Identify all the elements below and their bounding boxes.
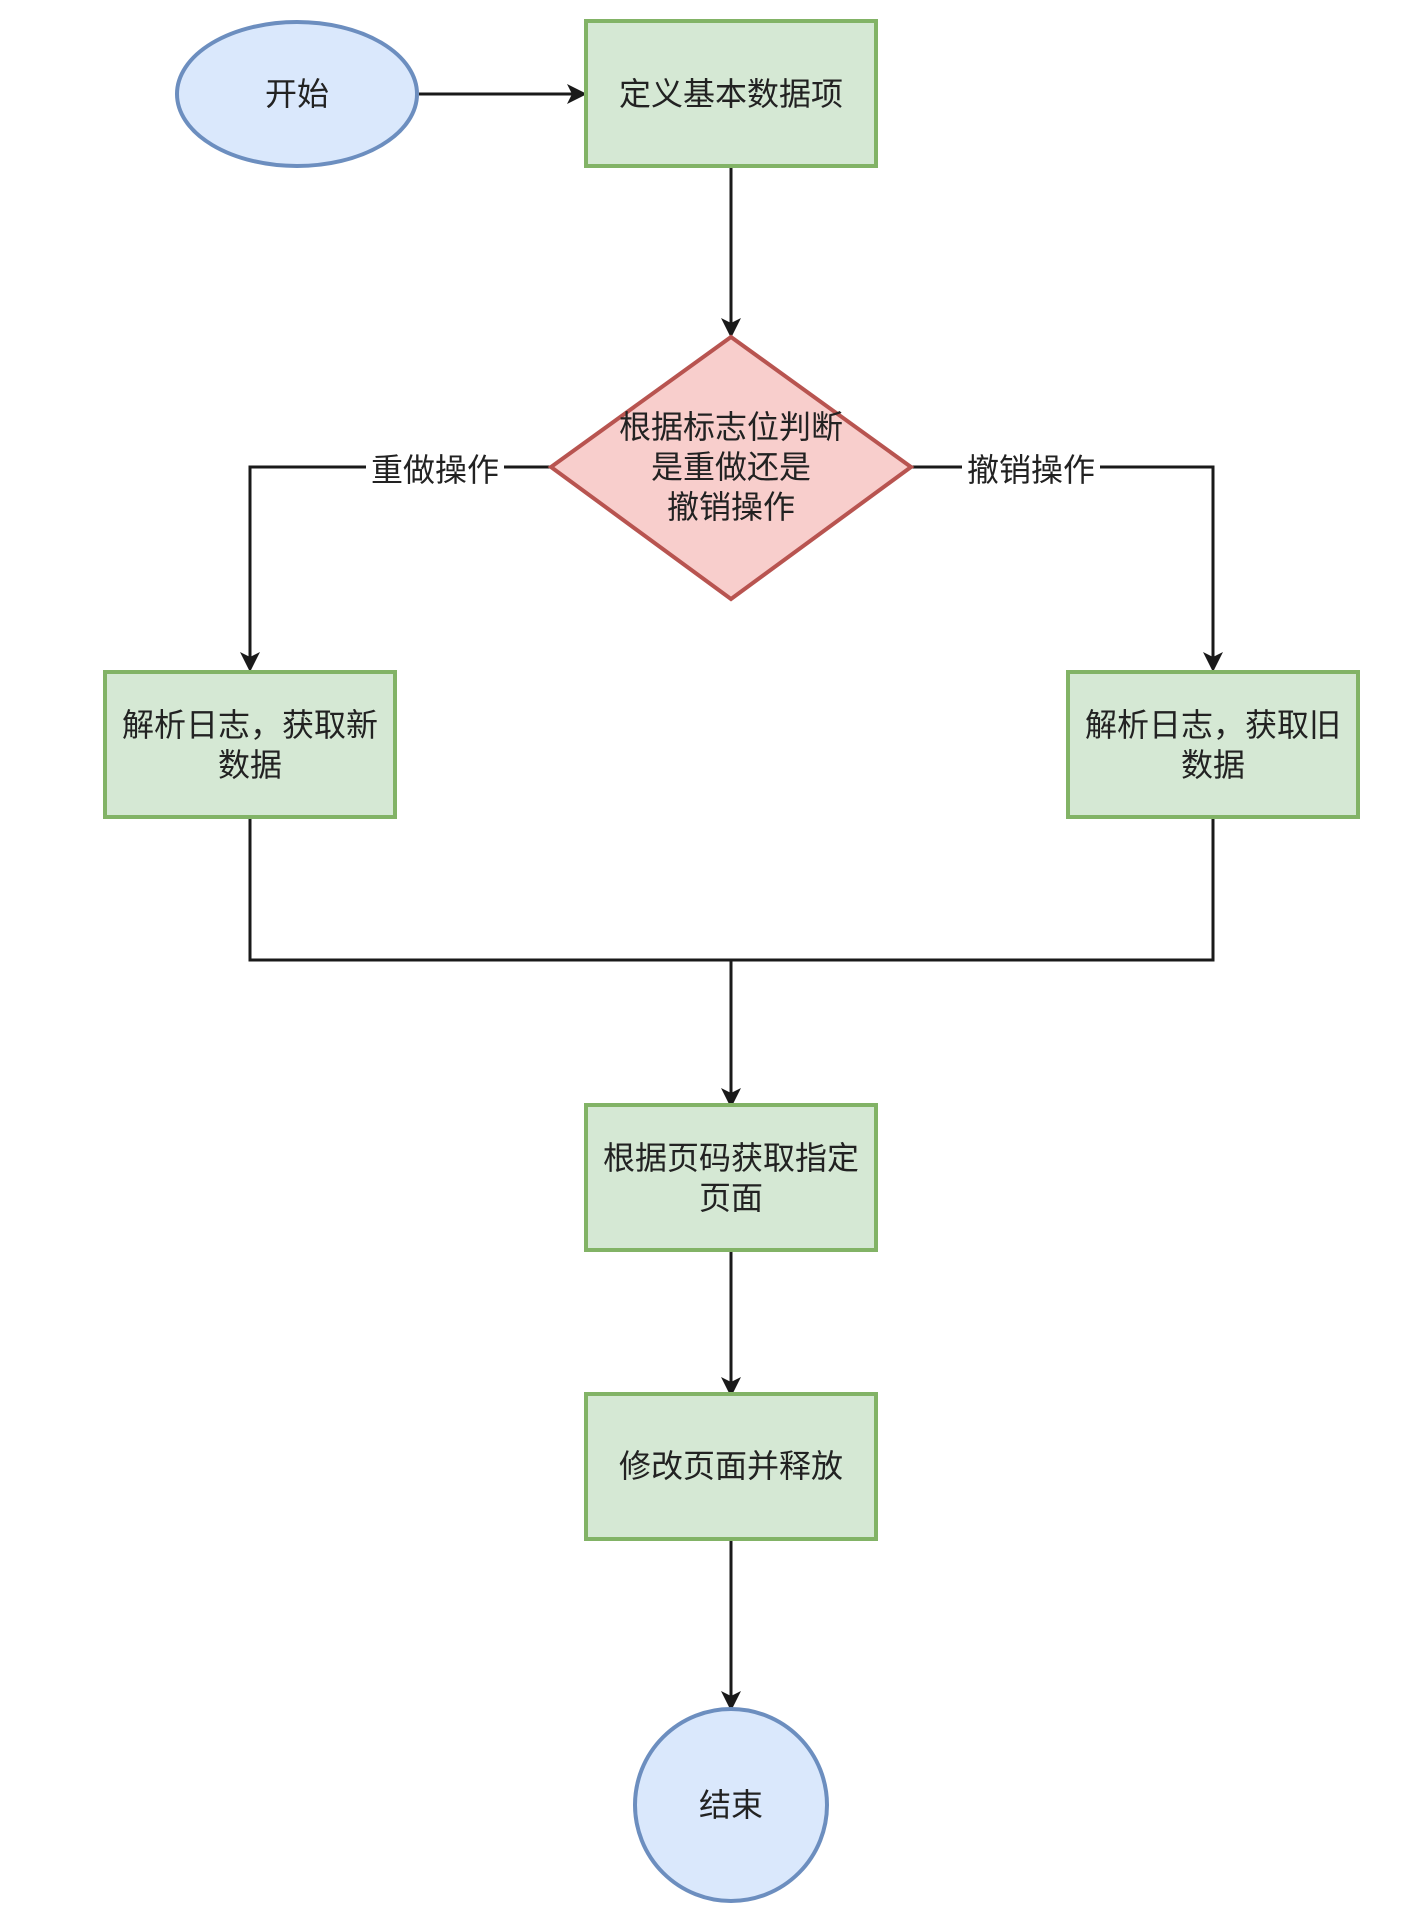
start-node <box>175 20 419 168</box>
nodes: 开始 定义基本数据项 根据标志位判断 是重做还是 撤销操作 解析日志，获取新 数… <box>103 19 1360 1903</box>
arrowheads <box>240 84 1223 1711</box>
modify-node <box>584 1392 878 1541</box>
edge-label-bg-undo <box>962 448 1100 488</box>
redo-parse-node-label-line-1: 解析日志，获取新 <box>122 706 378 744</box>
edge-undo-to-merge <box>731 817 1215 962</box>
arrowhead-redo-parse <box>240 652 260 672</box>
arrowhead-define <box>567 84 587 104</box>
arrowhead-modify <box>721 1377 741 1397</box>
end-node <box>633 1707 829 1903</box>
get-page-node-label-line-2: 页面 <box>699 1179 763 1217</box>
edge-label-redo: 重做操作 <box>371 451 499 489</box>
arrowhead-end <box>721 1691 741 1711</box>
edge-labels: 重做操作 撤销操作 <box>366 448 1100 489</box>
decision-node-label-line-1: 根据标志位判断 <box>619 408 843 446</box>
modify-node-label: 修改页面并释放 <box>619 1447 843 1485</box>
edge-decision-to-redo <box>248 465 551 664</box>
define-node <box>584 19 878 168</box>
arrowhead-decision <box>721 318 741 338</box>
define-node-label: 定义基本数据项 <box>619 75 843 113</box>
undo-parse-node <box>1066 670 1360 819</box>
redo-parse-node <box>103 670 397 819</box>
redo-parse-node-label-line-2: 数据 <box>218 746 282 784</box>
end-node-label: 结束 <box>699 1786 763 1824</box>
decision-node-label-line-3: 撤销操作 <box>667 488 795 526</box>
undo-parse-node-label-line-2: 数据 <box>1181 746 1245 784</box>
get-page-node <box>584 1103 878 1252</box>
decision-node <box>547 334 915 602</box>
undo-parse-node-label-line-1: 解析日志，获取旧 <box>1085 706 1341 744</box>
edge-label-undo: 撤销操作 <box>967 451 1095 489</box>
edge-redo-to-merge <box>248 817 731 962</box>
edge-label-bg-redo <box>366 448 504 488</box>
arrowhead-undo-parse <box>1203 652 1223 672</box>
decision-node-label-line-2: 是重做还是 <box>651 448 811 486</box>
get-page-node-label-line-1: 根据页码获取指定 <box>603 1139 859 1177</box>
start-node-label: 开始 <box>265 75 329 113</box>
edge-decision-to-undo <box>911 465 1215 664</box>
arrowhead-get-page <box>721 1088 741 1108</box>
